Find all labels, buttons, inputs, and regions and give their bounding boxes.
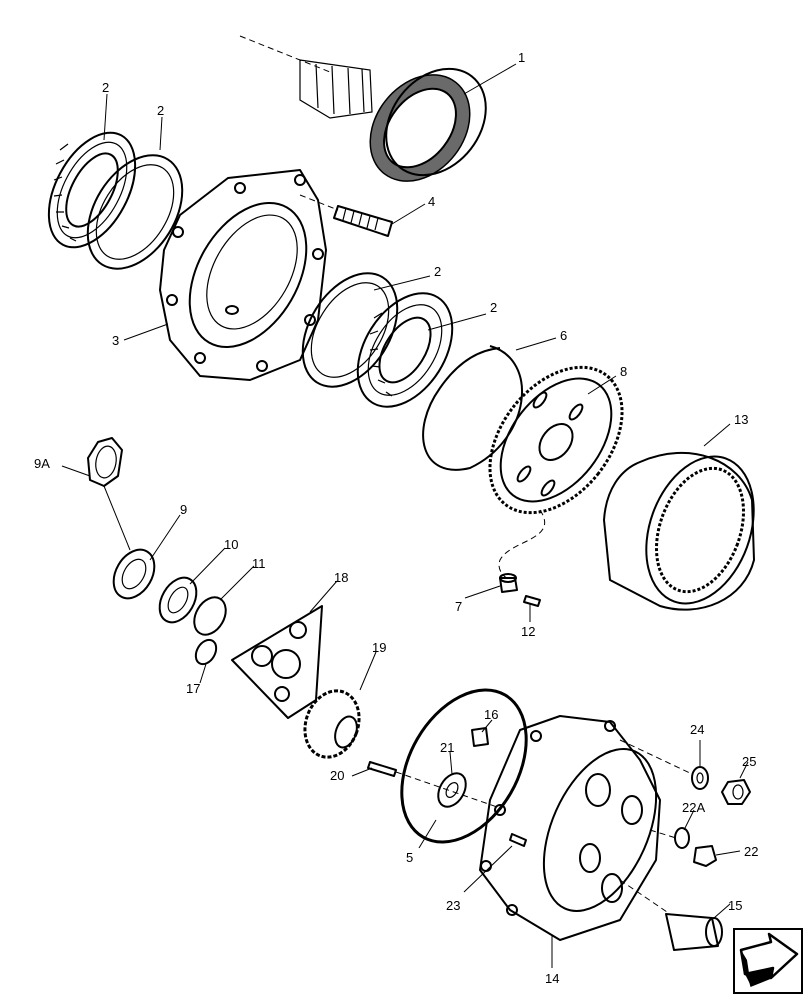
part-2-bearing-cup-upper	[86, 154, 184, 270]
next-page-button[interactable]	[733, 928, 803, 994]
callout-14: 14	[545, 971, 559, 986]
callout-11: 11	[252, 556, 266, 571]
part-4-stud	[299, 194, 393, 237]
callout-21: 21	[440, 740, 454, 755]
part-5-o-ring	[400, 688, 528, 844]
callout-labels: 1 2 2 3 4 2 2 6 8 13 9A 9 10 11 18 17 19…	[34, 50, 758, 986]
callout-9a: 9A	[34, 456, 50, 471]
part-24-washer	[619, 739, 709, 790]
callout-2-c: 2	[434, 264, 441, 279]
axle-shaft	[239, 35, 373, 119]
callout-3: 3	[112, 333, 119, 348]
callout-1: 1	[518, 50, 525, 65]
part-11-snap-ring	[193, 596, 227, 636]
part-1-seal	[369, 67, 487, 182]
callout-12: 12	[521, 624, 535, 639]
part-2-bearing-cup-middle	[301, 272, 399, 388]
part-20-pin	[367, 761, 501, 809]
part-18-gasket	[231, 605, 323, 719]
part-22a-sealing-washer	[674, 827, 690, 849]
callout-22a: 22A	[682, 800, 705, 815]
part-13-ring-gear	[603, 451, 755, 611]
part-6-snap-ring	[422, 345, 523, 471]
part-14-planetary-housing	[479, 715, 661, 941]
callout-5: 5	[406, 850, 413, 865]
part-25-nut	[721, 779, 751, 805]
next-page-arrow-icon	[739, 932, 799, 988]
part-16-plug	[471, 727, 489, 747]
part-23-dowel-pin	[509, 833, 527, 847]
part-3-wheel-hub	[159, 169, 327, 381]
callout-22: 22	[744, 844, 758, 859]
part-12-screw	[523, 595, 541, 607]
part-2-bearing-cone-middle	[356, 292, 454, 408]
leader-lines	[61, 63, 749, 968]
callout-24: 24	[690, 722, 704, 737]
callout-13: 13	[734, 412, 748, 427]
part-2-bearing-cone-upper	[47, 131, 137, 249]
part-9-thrust-washer	[112, 548, 156, 600]
callout-4: 4	[428, 194, 435, 209]
part-9a-retainer-plate	[87, 437, 123, 487]
callout-17: 17	[186, 681, 200, 696]
part-19-sun-gear	[303, 689, 361, 759]
callout-19: 19	[372, 640, 386, 655]
callout-2-a: 2	[102, 80, 109, 95]
part-10-thrust-washer	[158, 576, 198, 624]
part-7-planet-pin	[499, 573, 518, 593]
part-15-spacer-sleeve	[619, 879, 723, 951]
part-22-drain-plug	[649, 829, 717, 867]
callout-2-b: 2	[157, 103, 164, 118]
callout-20: 20	[330, 768, 344, 783]
callout-18: 18	[334, 570, 348, 585]
callout-10: 10	[224, 537, 238, 552]
callout-15: 15	[728, 898, 742, 913]
callout-16: 16	[484, 707, 498, 722]
callout-23: 23	[446, 898, 460, 913]
part-17-circlip	[194, 638, 218, 666]
callout-25: 25	[742, 754, 756, 769]
callout-6: 6	[560, 328, 567, 343]
part-21-thrust-washer	[437, 772, 467, 808]
callout-9: 9	[180, 502, 187, 517]
callout-7: 7	[455, 599, 462, 614]
callout-8: 8	[620, 364, 627, 379]
part-8-planet-carrier	[488, 365, 624, 581]
callout-2-d: 2	[490, 300, 497, 315]
